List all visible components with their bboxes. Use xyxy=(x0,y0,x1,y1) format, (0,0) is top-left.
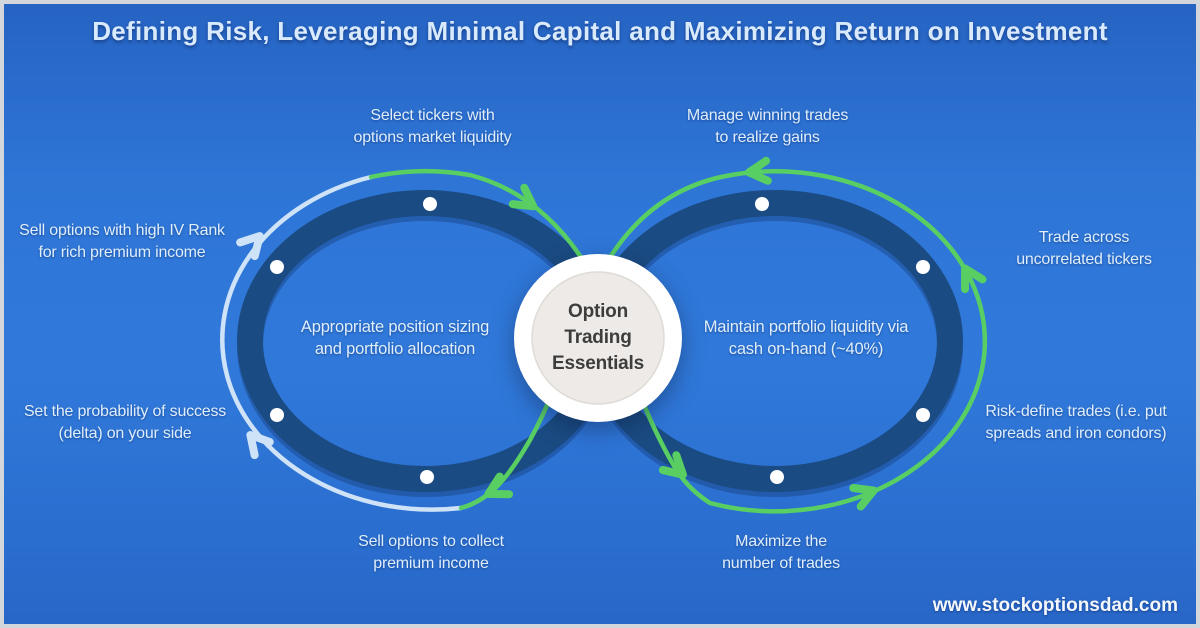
flow-arrow-pale-top-left xyxy=(236,232,264,261)
label-line: Appropriate position sizing xyxy=(300,318,490,336)
label-maximize-trades: Maximize the number of trades xyxy=(650,531,912,575)
label-line: Sell options with high IV Rank xyxy=(19,222,225,239)
label-sell-collect-premium: Sell options to collect premium income xyxy=(300,531,562,575)
center-badge-inner xyxy=(531,271,665,405)
flow-arrow-right-top xyxy=(745,156,772,185)
flow-arrow-right-loop-entry xyxy=(658,451,687,479)
milestone-dot xyxy=(755,197,769,211)
milestone-dot xyxy=(270,260,284,274)
label-line: and portfolio allocation xyxy=(314,340,476,358)
milestone-dot xyxy=(770,470,784,484)
label-left-loop-core: Appropriate position sizing and portfoli… xyxy=(262,316,528,360)
label-line: Trade across xyxy=(1038,229,1130,246)
milestone-dot xyxy=(916,408,930,422)
milestone-dot xyxy=(423,197,437,211)
label-line: to realize gains xyxy=(715,129,820,146)
label-trade-uncorrelated: Trade across uncorrelated tickers xyxy=(965,227,1200,271)
label-right-loop-core: Maintain portfolio liquidity via cash on… xyxy=(670,316,942,360)
flow-arrow-right-side xyxy=(961,264,987,294)
label-line: premium income xyxy=(373,555,489,572)
flow-arrow-pale-bottom-left xyxy=(246,430,274,460)
label-line: (delta) on your side xyxy=(58,425,192,442)
flow-arrow-left-top xyxy=(508,183,538,211)
label-risk-define-trades: Risk-define trades (i.e. put spreads and… xyxy=(950,401,1200,445)
label-line: Risk-define trades (i.e. put xyxy=(985,403,1167,420)
flow-arrow-left-loop-entry xyxy=(484,472,514,499)
label-line: options market liquidity xyxy=(353,129,512,146)
label-line: number of trades xyxy=(722,555,840,572)
label-line: spreads and iron condors) xyxy=(985,425,1167,442)
label-line: Set the probability of success xyxy=(23,403,227,420)
center-badge-line: Trading xyxy=(564,327,632,348)
milestone-dot xyxy=(270,408,284,422)
milestone-dot xyxy=(420,470,434,484)
label-line: Sell options to collect xyxy=(358,533,504,550)
milestone-dot xyxy=(916,260,930,274)
page-title: Defining Risk, Leveraging Minimal Capita… xyxy=(92,16,1108,46)
label-line: Select tickers with xyxy=(370,107,495,124)
label-select-tickers: Select tickers with options market liqui… xyxy=(300,105,565,149)
label-manage-winning-trades: Manage winning trades to realize gains xyxy=(635,105,900,149)
label-line: for rich premium income xyxy=(38,244,206,261)
center-badge-label: Option Trading Essentials xyxy=(538,299,658,377)
center-badge-line: Option xyxy=(567,301,628,322)
label-line: uncorrelated tickers xyxy=(1016,251,1152,268)
label-line: Maximize the xyxy=(735,533,827,550)
label-set-probability: Set the probability of success (delta) o… xyxy=(0,401,250,445)
label-line: cash on-hand (~40%) xyxy=(728,340,884,358)
center-badge-line: Essentials xyxy=(552,353,644,374)
label-line: Maintain portfolio liquidity via xyxy=(703,318,909,336)
label-sell-high-iv-rank: Sell options with high IV Rank for rich … xyxy=(0,220,244,264)
flow-path-pale xyxy=(220,174,464,512)
flow-arrow-right-bottom xyxy=(849,483,878,511)
label-line: Manage winning trades xyxy=(686,107,849,124)
website-watermark: www.stockoptionsdad.com xyxy=(932,595,1178,616)
